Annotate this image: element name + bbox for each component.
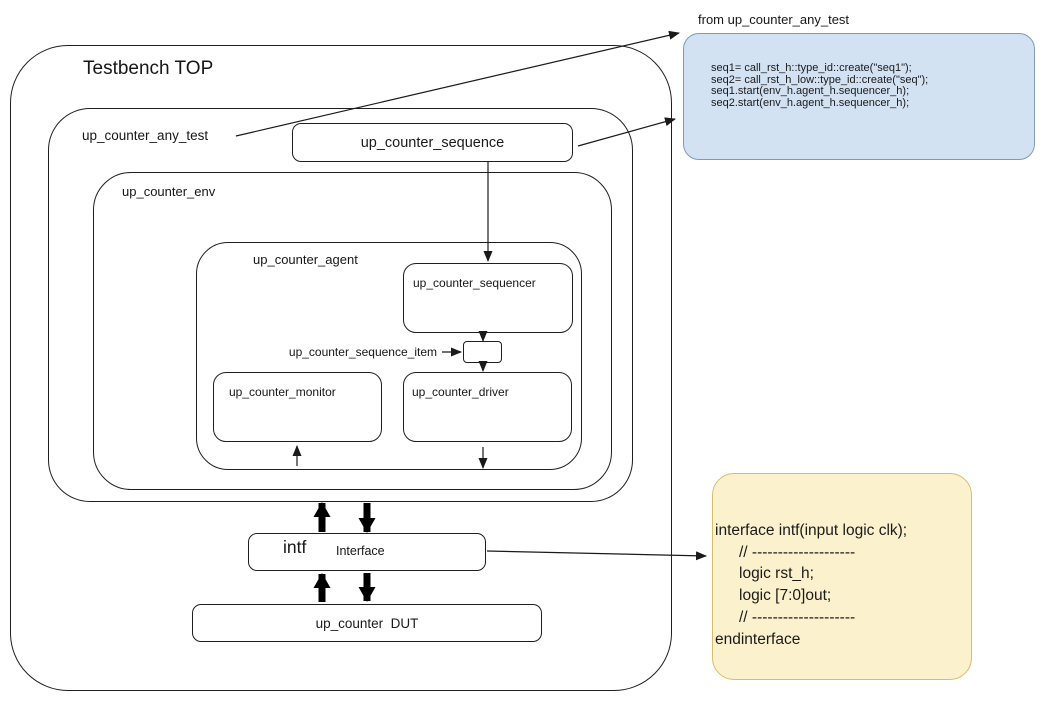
testbench-top-label: Testbench TOP xyxy=(83,58,214,79)
dut-box: up_counter DUT xyxy=(192,604,542,642)
dut-label: up_counter DUT xyxy=(315,615,419,631)
code-line: seq2= call_rst_h_low::type_id::create("s… xyxy=(711,73,929,86)
monitor-box xyxy=(213,372,382,442)
from-test-label: from up_counter_any_test xyxy=(698,12,850,27)
interface-box xyxy=(248,533,486,571)
sequencer-box xyxy=(403,263,573,333)
driver-label: up_counter_driver xyxy=(412,385,509,399)
code-line: interface intf(input logic clk); xyxy=(715,522,908,539)
sequence-label: up_counter_sequence xyxy=(360,134,505,151)
sequence-item-box xyxy=(463,341,502,363)
intf-instance-label: intf xyxy=(283,537,307,557)
code-line: seq1= call_rst_h::type_id::create("seq1"… xyxy=(711,62,912,74)
code-line: logic rst_h; xyxy=(739,565,814,583)
sequence-item-label: up_counter_sequence_item xyxy=(288,345,437,359)
code-line: seq2.start(env_h.agent_h.sequencer_h); xyxy=(711,96,910,109)
interface-code-note: interface intf(input logic clk); // ----… xyxy=(712,473,972,680)
test-code-note: seq1= call_rst_h::type_id::create("seq1"… xyxy=(683,33,1035,160)
code-line: logic [7:0]out; xyxy=(739,587,832,605)
monitor-label: up_counter_monitor xyxy=(229,385,336,399)
agent-label: up_counter_agent xyxy=(253,252,358,267)
sequencer-label: up_counter_sequencer xyxy=(413,276,536,290)
driver-box xyxy=(403,372,572,442)
env-label: up_counter_env xyxy=(122,184,216,199)
any-test-label: up_counter_any_test xyxy=(82,128,209,143)
code-line: // -------------------- xyxy=(739,543,856,561)
intf-type-label: Interface xyxy=(336,544,385,558)
code-line: // -------------------- xyxy=(739,608,856,626)
code-line: endinterface xyxy=(715,630,801,648)
sequence-box: up_counter_sequence xyxy=(292,123,573,162)
code-line: seq1.start(env_h.agent_h.sequencer_h); xyxy=(711,85,910,98)
